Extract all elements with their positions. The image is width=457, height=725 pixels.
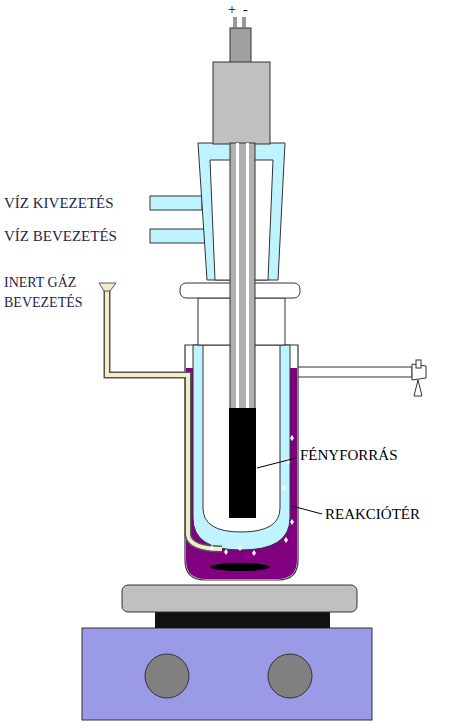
bubble: [290, 519, 294, 525]
water-outlet: [150, 196, 202, 210]
side-arm: [296, 367, 412, 377]
lamp-holder: [213, 62, 270, 144]
lamp-leads: [230, 143, 255, 410]
stirrer-base: [82, 628, 372, 720]
stir-bar: [210, 563, 270, 571]
leader-line: [257, 458, 296, 468]
lamp-lead-gap: [236, 143, 239, 410]
lamp-lead-gap: [246, 143, 249, 410]
power-wire: [235, 17, 244, 28]
polarity-sign: -: [243, 0, 255, 20]
polarity-sign: +: [228, 0, 240, 20]
leader-line: [292, 506, 322, 514]
bubble: [238, 545, 242, 551]
stirrer-knob: [268, 654, 312, 698]
stopcock-tip: [414, 380, 422, 396]
water-inlet: [150, 229, 205, 243]
bubble: [290, 435, 294, 441]
stirrer-plate: [122, 585, 357, 612]
bubble: [282, 485, 286, 491]
water-outlet-label: VÍZ KIVEZETÉS: [4, 193, 150, 213]
lamp-cap: [230, 28, 251, 63]
gas-inlet-label: INERT GÁZ BEVEZETÉS: [4, 273, 100, 313]
bubble: [273, 502, 277, 508]
bubble: [284, 537, 288, 543]
power-wire-core: [235, 17, 244, 28]
water-inlet-label: VÍZ BEVEZETÉS: [4, 226, 150, 246]
light-source: [229, 408, 256, 518]
stirrer-neck: [155, 611, 330, 628]
stirrer-knob: [145, 654, 189, 698]
gas-funnel: [99, 283, 116, 291]
stopcock-handle: [416, 360, 421, 368]
bubble: [252, 550, 256, 556]
bubble: [224, 549, 228, 555]
reaction-space-label: REAKCIÓTÉR: [325, 504, 453, 524]
bubble: [210, 545, 214, 551]
light-source-label: FÉNYFORRÁS: [300, 445, 450, 465]
